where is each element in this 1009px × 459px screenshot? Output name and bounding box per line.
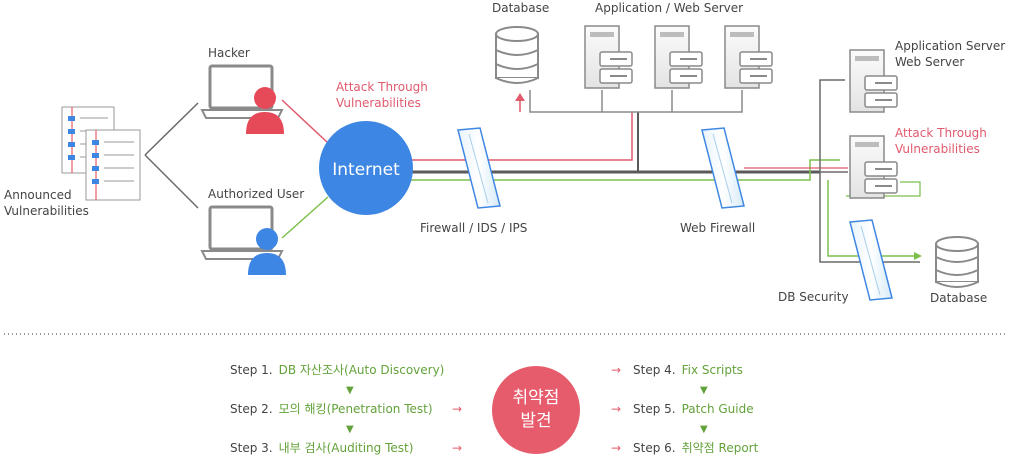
attack-through-right-label-2: Vulnerabilities — [895, 142, 980, 156]
attack-arrow-up — [515, 93, 525, 101]
step-4: Step 4.Fix Scripts — [633, 363, 743, 377]
app-server-right-label-1: Application Server — [895, 39, 1005, 53]
step-3: Step 3.내부 검사(Auditing Test) — [230, 441, 413, 455]
internet-label: Internet — [332, 160, 400, 180]
server-icon — [654, 25, 703, 89]
hacker-person-icon — [246, 87, 284, 134]
step-1: Step 1.DB 자산조사(Auto Discovery) — [230, 363, 444, 377]
database-top-label: Database — [492, 1, 549, 15]
announced-label-1: Announced — [4, 188, 72, 202]
discovery-steps-left: Step 1.DB 자산조사(Auto Discovery) ▼ Step 2.… — [230, 363, 462, 455]
badge-line-2: 발견 — [520, 411, 551, 431]
firewall-label: Firewall / IDS / IPS — [420, 221, 527, 235]
app-web-server-top-label: Application / Web Server — [595, 1, 743, 15]
arrow-right-step3: → — [452, 441, 462, 455]
step-2: Step 2.모의 해킹(Penetration Test) — [230, 402, 433, 416]
database-top-icon — [495, 26, 539, 84]
database-right-icon — [935, 236, 979, 288]
right-green-line — [827, 180, 920, 257]
docs-to-hacker-line — [144, 102, 199, 156]
database-right-label: Database — [930, 291, 987, 305]
db-security-firewall-icon — [849, 219, 893, 301]
attack-through-right-label-1: Attack Through — [895, 126, 987, 140]
docs-to-user-line — [144, 154, 199, 209]
internet-cloud-icon — [319, 121, 413, 215]
firewall-icon — [457, 127, 501, 209]
step-6: Step 6.취약점 Report — [633, 440, 759, 455]
down-arrow-1: ▼ — [346, 385, 354, 396]
web-firewall-icon — [701, 127, 745, 209]
user-path-line — [408, 159, 840, 181]
authorized-user-label: Authorized User — [208, 187, 304, 201]
user-to-internet-line — [281, 196, 329, 239]
server-icon — [849, 49, 898, 113]
server-icon — [584, 25, 633, 89]
attack-through-label-2: Vulnerabilities — [336, 96, 421, 110]
down-arrow-4: ▼ — [700, 424, 708, 435]
db-security-label: DB Security — [778, 290, 849, 304]
attack-path-line — [408, 112, 633, 161]
down-arrow-3: ▼ — [700, 385, 708, 396]
hacker-label: Hacker — [208, 46, 250, 60]
attack-through-label-1: Attack Through — [336, 80, 428, 94]
announced-label-2: Vulnerabilities — [4, 204, 89, 218]
server-icon — [849, 135, 898, 199]
arrow-right-step2: → — [452, 402, 462, 416]
arrow-right-step4: → — [611, 363, 621, 377]
vulnerability-discovery-badge: 취약점 발견 — [492, 366, 580, 454]
server-bus-line — [529, 90, 743, 113]
app-server-right-label-2: Web Server — [895, 55, 964, 69]
arrow-right-step5: → — [611, 402, 621, 416]
document-icon — [61, 106, 141, 201]
discovery-steps-right: → Step 4.Fix Scripts ▼ → Step 5.Patch Gu… — [611, 363, 759, 455]
down-arrow-2: ▼ — [346, 424, 354, 435]
user-person-icon — [248, 228, 286, 275]
step-5: Step 5.Patch Guide — [633, 402, 754, 416]
hacker-to-internet-line — [281, 99, 329, 144]
server-icon — [724, 25, 773, 89]
web-firewall-label: Web Firewall — [680, 221, 755, 235]
arrow-right-step6: → — [611, 441, 621, 455]
badge-line-1: 취약점 — [513, 388, 560, 408]
